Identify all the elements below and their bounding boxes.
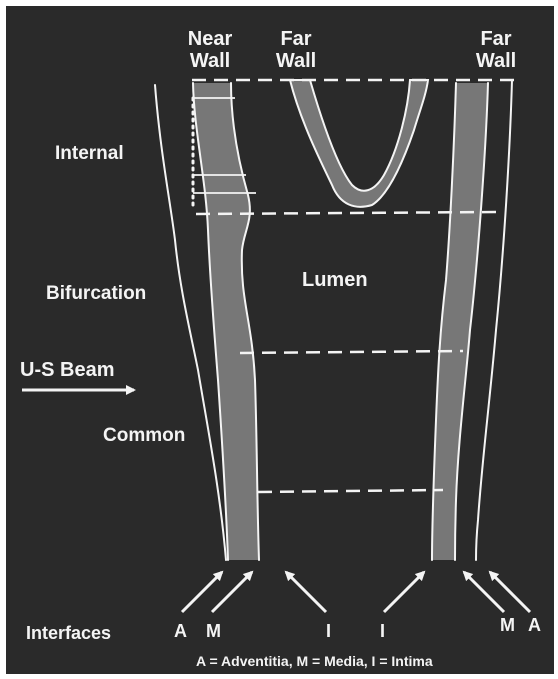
interfaces-title: Interfaces — [26, 624, 111, 642]
marker-m-right: M — [500, 616, 515, 634]
marker-i-left: I — [326, 622, 331, 640]
header-near-wall-line2: Wall — [180, 50, 240, 72]
header-far-wall-outer-line2: Wall — [470, 50, 522, 72]
header-far-wall-outer: Far Wall — [470, 28, 522, 72]
label-beam: U-S Beam — [20, 360, 114, 380]
internal-branch-far-wall — [290, 80, 428, 207]
header-far-wall-inner-line2: Wall — [270, 50, 322, 72]
dashed-line-bifurcation — [240, 351, 463, 353]
label-common: Common — [103, 426, 185, 445]
header-far-wall-outer-line1: Far — [470, 28, 522, 50]
dashed-line-common — [258, 490, 443, 492]
arrow-intima-left — [286, 572, 326, 612]
label-internal: Internal — [55, 144, 124, 163]
label-lumen: Lumen — [302, 270, 368, 290]
marker-m-left: M — [206, 622, 221, 640]
arrow-intima-right — [384, 572, 424, 612]
header-near-wall-line1: Near — [180, 28, 240, 50]
marker-a-right: A — [528, 616, 541, 634]
header-far-wall-inner-line1: Far — [270, 28, 322, 50]
label-bifurcation: Bifurcation — [46, 284, 146, 303]
legend: A = Adventitia, M = Media, I = Intima — [196, 654, 433, 668]
marker-a-left: A — [174, 622, 187, 640]
header-far-wall-inner: Far Wall — [270, 28, 322, 72]
marker-i-right: I — [380, 622, 385, 640]
header-near-wall: Near Wall — [180, 28, 240, 72]
